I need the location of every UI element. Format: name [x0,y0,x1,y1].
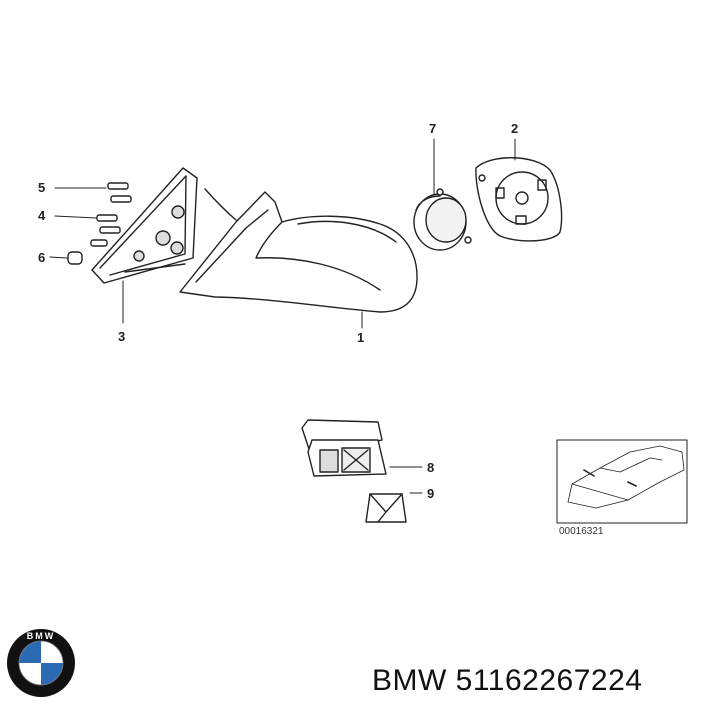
leader-lines [49,138,516,494]
nut-part [67,251,83,265]
part-number-caption: BMW 51162267224 [372,664,643,697]
callout-6: 6 [38,250,45,265]
callout-4: 4 [38,208,46,223]
callout-3: 3 [118,329,125,344]
inset-reference-number: 00016321 [559,526,604,537]
car-location-inset [556,439,688,524]
svg-text:BMW: BMW [27,631,56,641]
callout-9: 9 [427,486,434,501]
bolt-part [90,214,121,247]
callout-8: 8 [427,460,434,475]
switch-cap-part [365,493,407,523]
callout-2: 2 [511,121,518,136]
screw-part [107,182,132,203]
mirror-switch-part [301,419,387,477]
mirror-housing-part [179,188,418,313]
bmw-logo: BMW [7,629,75,697]
mounting-plate-part [91,167,198,284]
callout-1: 1 [357,330,364,345]
mirror-motor-part [413,188,472,251]
callout-5: 5 [38,180,45,195]
callout-7: 7 [429,121,436,136]
mirror-glass-part [475,157,563,242]
